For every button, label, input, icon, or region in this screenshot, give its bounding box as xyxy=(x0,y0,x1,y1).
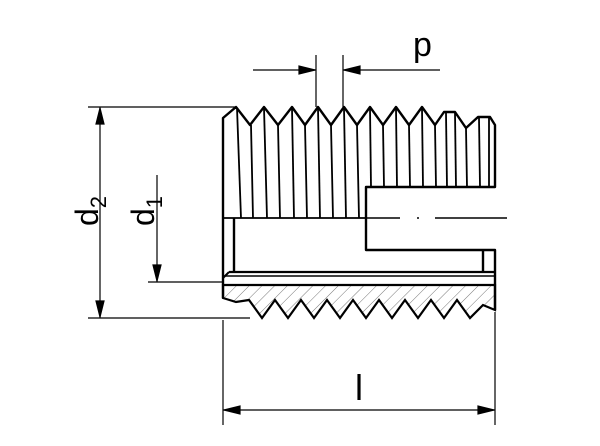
pitch-label: p xyxy=(413,26,432,64)
d1-label: d1 xyxy=(125,196,167,226)
d2-subscript: 2 xyxy=(86,196,111,208)
insert-body xyxy=(221,105,497,310)
dimension-lines xyxy=(88,55,496,425)
d1-letter: d xyxy=(125,208,161,226)
d2-letter: d xyxy=(69,208,105,226)
d2-label: d2 xyxy=(69,196,111,226)
length-label: l xyxy=(355,367,363,408)
d1-subscript: 1 xyxy=(142,196,167,208)
section-hatch xyxy=(221,283,497,320)
thread-lines xyxy=(223,107,490,219)
